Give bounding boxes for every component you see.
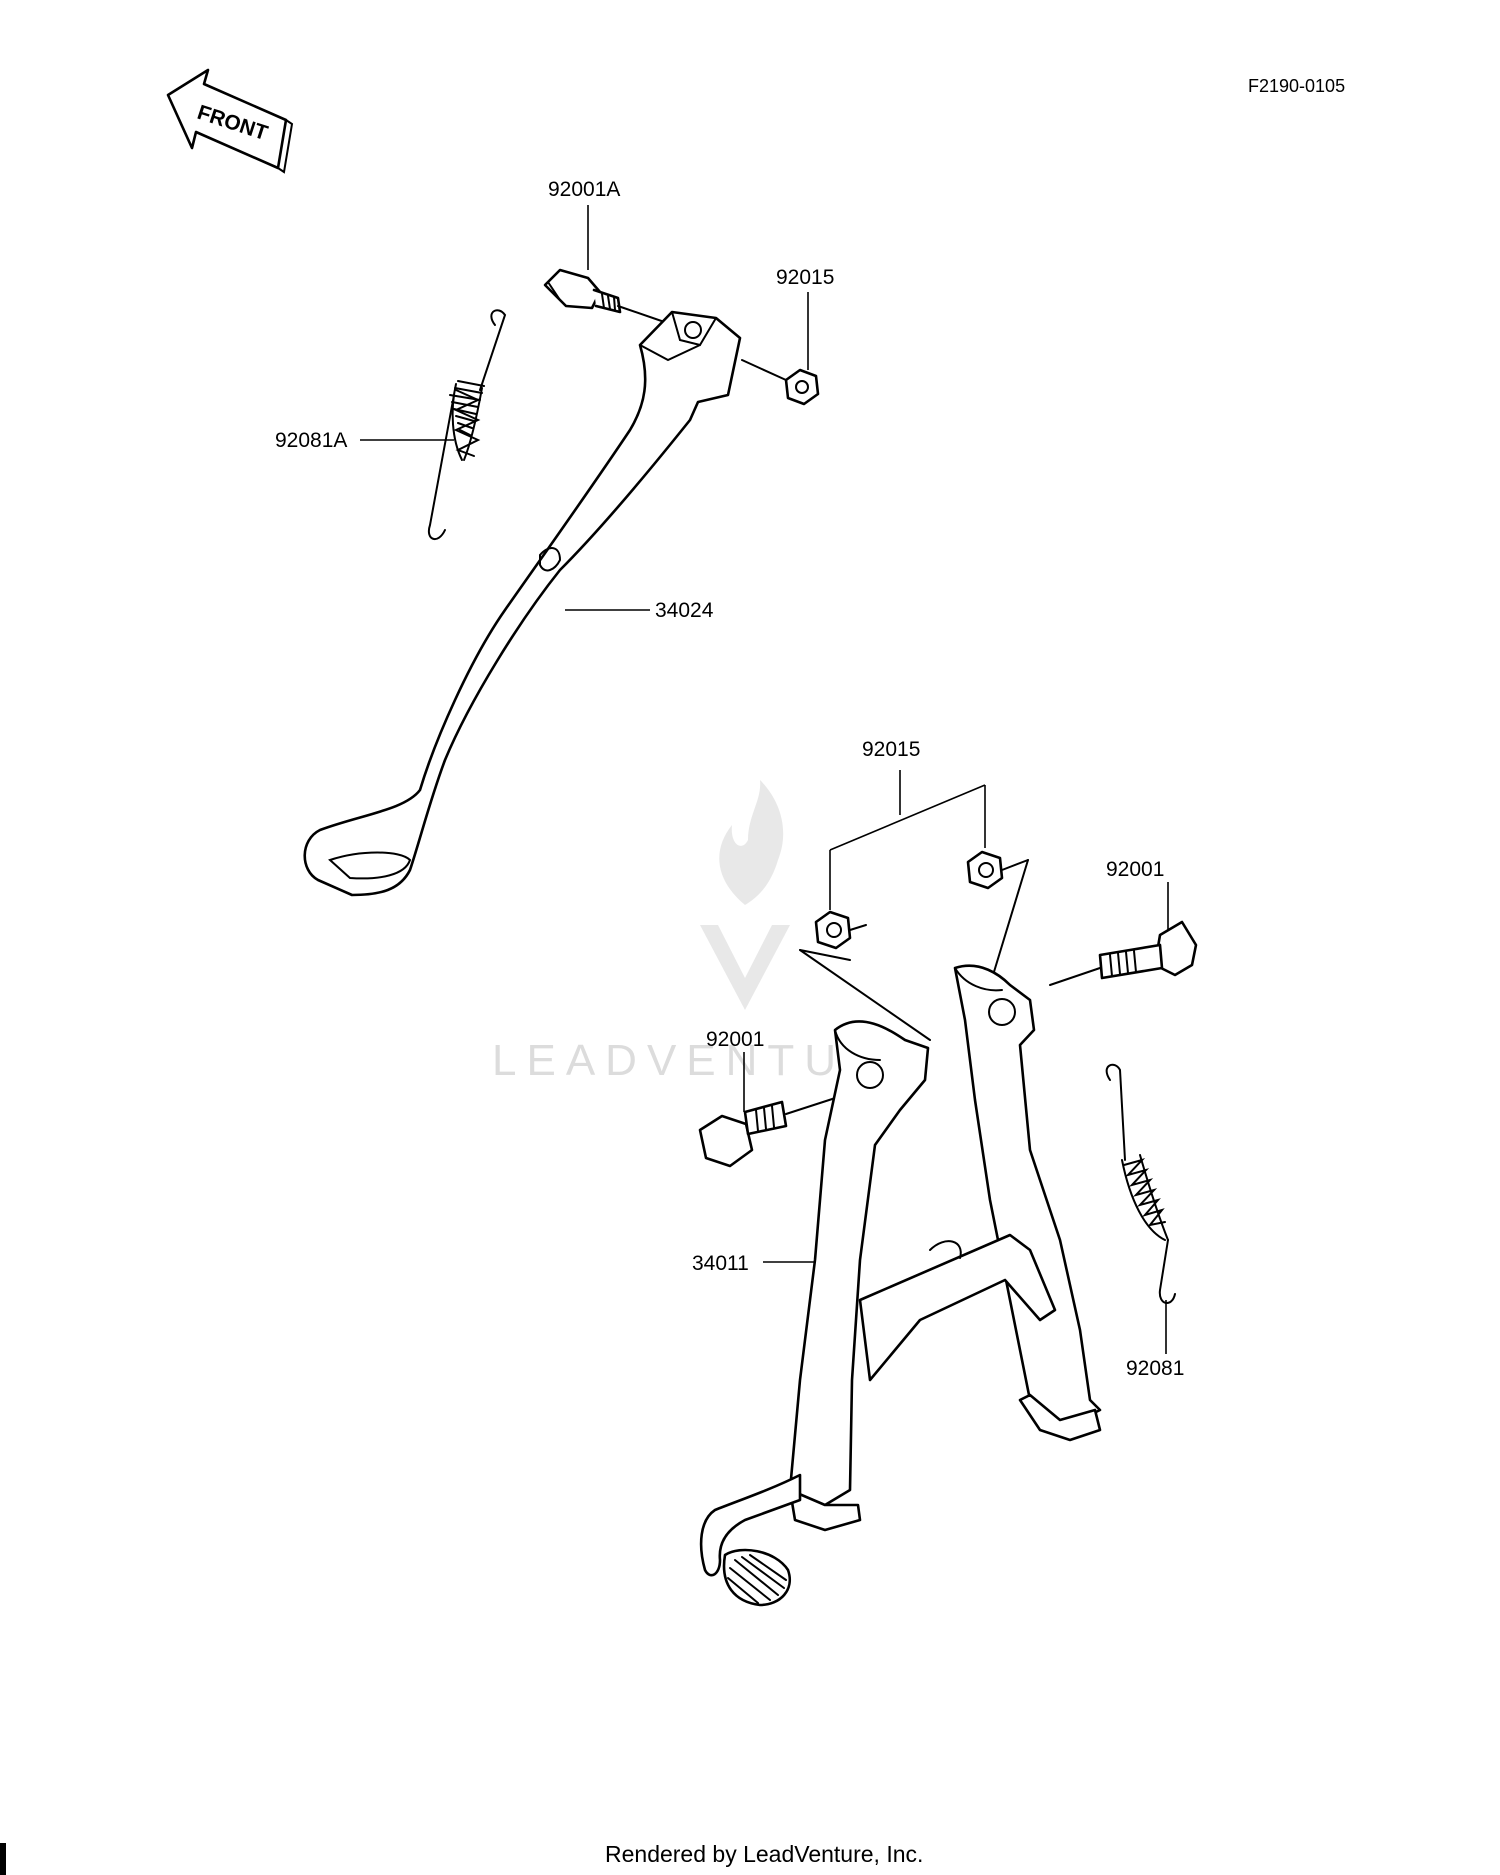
front-arrow: FRONT bbox=[166, 68, 294, 174]
label-center-bolt-right: 92001 bbox=[1106, 858, 1164, 881]
label-side-spring: 92081A bbox=[275, 429, 347, 452]
side-stand bbox=[303, 310, 742, 897]
label-side-stand: 34024 bbox=[655, 599, 714, 622]
center-nuts-leader bbox=[829, 770, 986, 910]
label-center-nuts: 92015 bbox=[862, 738, 920, 761]
center-stand-bolt-right bbox=[1098, 920, 1198, 980]
edge-marker bbox=[0, 1843, 6, 1875]
side-stand-spring bbox=[427, 309, 507, 540]
label-center-bolt-left: 92001 bbox=[706, 1028, 764, 1051]
watermark-v-icon bbox=[700, 925, 790, 1010]
label-side-bolt: 92001A bbox=[548, 178, 620, 201]
watermark-flame-icon bbox=[719, 780, 784, 905]
center-stand bbox=[699, 964, 1102, 1607]
diagram-id: F2190-0105 bbox=[1248, 76, 1345, 96]
side-stand-bolt bbox=[543, 268, 622, 314]
center-stand-bolt-left bbox=[698, 1100, 788, 1168]
label-side-nut: 92015 bbox=[776, 266, 834, 289]
center-stand-spring bbox=[1105, 1063, 1176, 1304]
label-center-spring: 92081 bbox=[1126, 1357, 1184, 1380]
center-stand-nut-left bbox=[814, 910, 867, 950]
footer-credit: Rendered by LeadVenture, Inc. bbox=[605, 1841, 923, 1867]
label-center-stand: 34011 bbox=[692, 1252, 749, 1275]
side-stand-nut bbox=[784, 368, 820, 406]
center-stand-nut-right bbox=[966, 850, 1029, 890]
